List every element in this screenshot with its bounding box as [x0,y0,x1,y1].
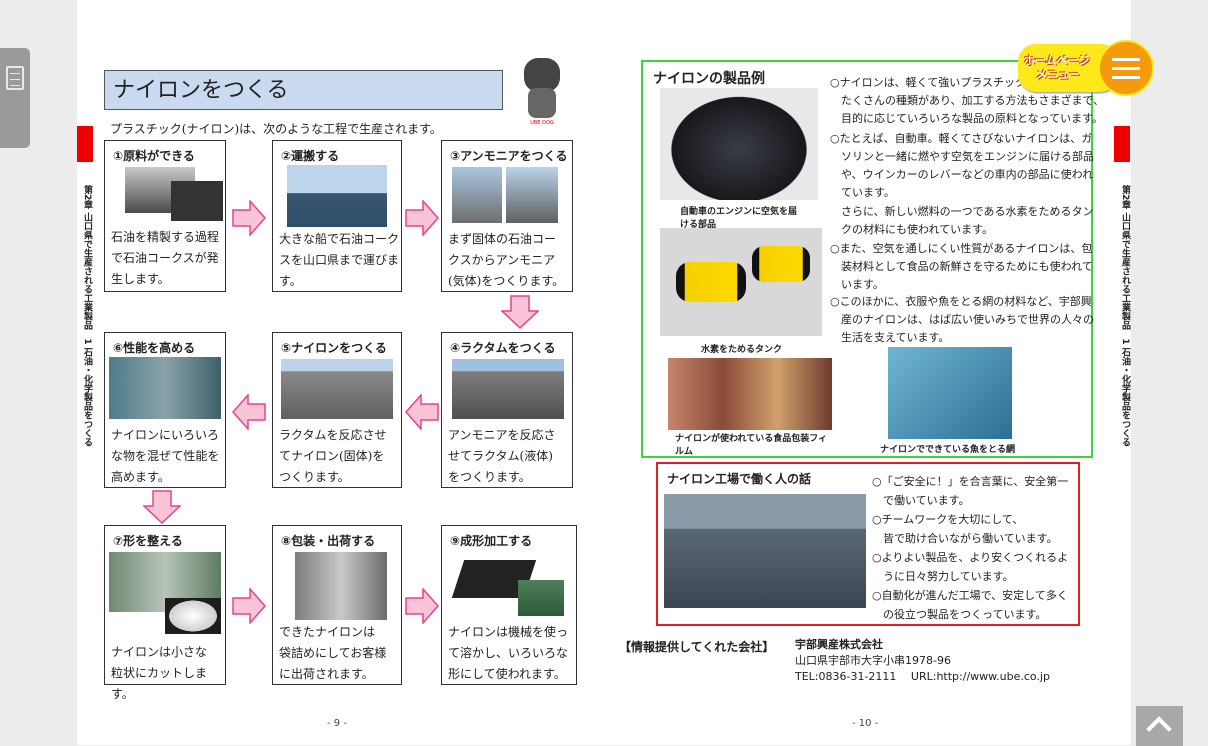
info-label: 【情報提供してくれた会社】 [619,640,775,654]
arrow-down-2 [143,490,181,524]
chapter-label-right: 第2章 山口県で生産される工業製品 1 石油・化学製品をつくる [1120,185,1130,447]
chevron-up-icon [1146,716,1172,742]
product-bullet-3: さらに、新しい燃料の一つである水素をためるタンクの材料にも使われています。 [841,205,1094,236]
step-heading: ⑧包装・出荷する [281,534,376,548]
products-panel [641,60,1093,458]
step-heading: ③アンモニアをつくる [450,149,568,163]
scroll-to-top-button[interactable] [1136,706,1183,746]
chapter-marker-right [1114,126,1130,162]
step-heading: ①原料ができる [113,149,195,163]
product-bullet-4: ○また、空気を通しにくい性質があるナイロンは、包装材料として食品の新鮮さを守るた… [830,242,1093,291]
step-8: ⑧包装・出荷する できたナイロンは袋詰めにしてお客様に出荷されます。 [272,525,402,685]
hydrogen-tank-caption: 水素をためるタンク [701,345,783,355]
step-text: 石油を精製する過程で石油コークスが発生します。 [111,230,220,286]
page-number-right: - 10 - [852,718,879,729]
company-info: 宇部興産株式会社 山口県宇部市大字小串1978-96 TEL:0836-31-2… [795,638,1050,683]
step-3: ③アンモニアをつくる まず固体の石油コークスからアンモニア(気体)をつくります。 [441,140,573,292]
nylon-pellets-photo [165,598,221,634]
step-9: ⑨成形加工する ナイロンは機械を使って溶かし、いろいろな形にして使われます。 [441,525,577,685]
step-text: ナイロンは小さな粒状にカットします。 [111,645,208,701]
step-text: 大きな船で石油コークスを山口県まで運びます。 [279,232,400,288]
step-6: ⑥性能を高める ナイロンにいろいろな物を混ぜて性能を高めます。 [104,332,226,488]
page-title: ナイロンをつくる [104,70,503,110]
products-title: ナイロンの製品例 [653,71,765,87]
ube-dog-mascot: UBE DOG [518,58,566,128]
step-heading: ④ラクタムをつくる [450,341,556,355]
fishing-net-caption: ナイロンでできている魚をとる網 [880,445,1016,455]
step-heading: ⑤ナイロンをつくる [281,341,387,355]
step-heading: ⑦形を整える [113,534,183,548]
product-bullet-1: ○ナイロンは、軽くて強いプラスチックたくさんの種類があり、加工する方法もさまざま… [830,76,1105,125]
engine-part-photo [660,88,818,200]
arrow-left-2 [405,394,439,430]
step-text: できたナイロンは袋詰めにしてお客様に出荷されます。 [279,625,387,681]
workers-title: ナイロン工場で働く人の話 [667,472,812,486]
food-packaging-caption: ナイロンが使われている食品包装フィルム [675,434,828,457]
page-number-left: - 9 - [327,718,347,729]
document-icon [6,66,24,90]
step-text: ラクタムを反応させてナイロン(固体)をつくります。 [279,428,387,484]
engine-part-caption: 自動車のエンジンに空気を届ける部品 [680,207,798,230]
plant-photo-2 [506,167,558,223]
molding-machine-photo [518,580,564,616]
arrow-left-1 [232,394,266,430]
worker-bullets: ○「ご安全に！」を合言葉に、安全第一で働いています。 ○チームワークを大切にして… [872,475,1069,621]
machine-photo [109,357,221,419]
step-5: ⑤ナイロンをつくる ラクタムを反応させてナイロン(固体)をつくります。 [272,332,402,488]
step-4: ④ラクタムをつくる アンモニアを反応させてラクタム(液体)をつくります。 [441,332,573,488]
step-text: ナイロンは機械を使って溶かし、いろいろな形にして使われます。 [448,625,569,681]
document-panel-tab[interactable] [0,48,30,148]
packaging-photo [295,552,387,620]
homepage-menu-button[interactable]: ホームページメニュー [1018,40,1156,98]
arrow-down-1 [501,295,539,329]
fishing-net-photo [888,347,1012,439]
step-heading: ②運搬する [281,149,340,163]
coke-closeup-photo [171,181,223,221]
workers-photo [664,494,866,608]
arrow-right-2 [405,200,439,236]
hydrogen-tank-photo [660,228,822,336]
arrow-right-1 [232,200,266,236]
step-7: ⑦形を整える ナイロンは小さな粒状にカットします。 [104,525,226,701]
hamburger-icon [1098,40,1154,96]
step-text: まず固体の石油コークスからアンモニア(気体)をつくります。 [448,232,565,288]
chapter-label-left: 第2章 山口県で生産される工業製品 1 石油・化学製品をつくる [82,185,92,447]
step-heading: ⑥性能を高める [113,341,196,355]
ship-photo [287,165,387,227]
food-packaging-photo [668,358,832,430]
plant-photo-1 [452,167,502,223]
step-1: ①原料ができる 石油を精製する過程で石油コークスが発生します。 [104,140,226,292]
product-bullet-5: ○このほかに、衣服や魚をとる網の材料など、宇部興産のナイロンは、はば広い使いみち… [830,295,1094,344]
arrow-right-3 [232,588,266,624]
product-bullet-2: ○たとえば、自動車。軽くてさびないナイロンは、ガソリンと一緒に燃やす空気をエンジ… [830,132,1094,199]
chapter-marker-left [77,126,93,162]
step-heading: ⑨成形加工する [450,534,533,548]
lactam-plant-photo [452,359,564,419]
intro-text: プラスチック(ナイロン)は、次のような工程で生産されます。 [110,122,442,136]
arrow-right-4 [405,588,439,624]
factory-photo [281,359,393,419]
step-text: アンモニアを反応させてラクタム(液体)をつくります。 [448,428,556,484]
step-2: ②運搬する 大きな船で石油コークスを山口県まで運びます。 [272,140,402,292]
step-text: ナイロンにいろいろな物を混ぜて性能を高めます。 [111,428,220,484]
workers-panel [656,462,1080,626]
